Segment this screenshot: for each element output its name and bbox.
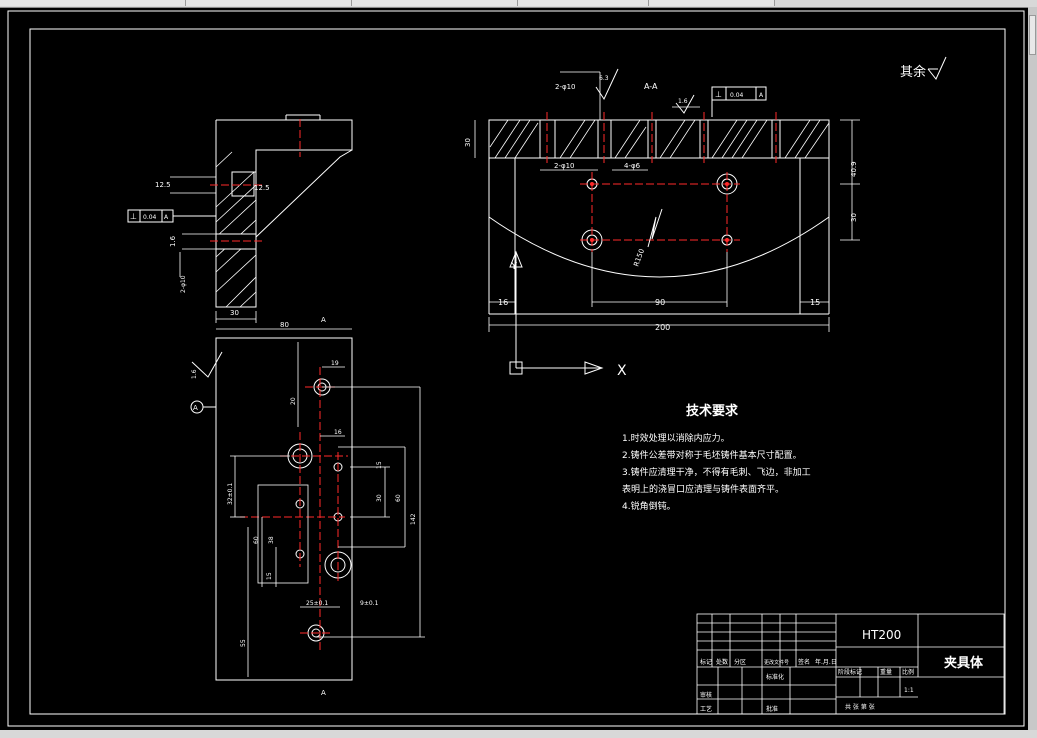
svg-text:A: A bbox=[321, 689, 326, 697]
svg-text:2-φ10: 2-φ10 bbox=[554, 162, 575, 170]
svg-text:⊥: ⊥ bbox=[715, 90, 722, 99]
svg-text:工艺: 工艺 bbox=[700, 705, 712, 713]
svg-text:6.3: 6.3 bbox=[599, 75, 609, 82]
outer-frame bbox=[7, 10, 1025, 727]
svg-text:19: 19 bbox=[331, 360, 339, 367]
svg-text:4-φ6: 4-φ6 bbox=[624, 162, 641, 170]
svg-text:142: 142 bbox=[410, 513, 417, 525]
svg-text:15: 15 bbox=[266, 572, 273, 580]
svg-text:年.月.日: 年.月.日 bbox=[815, 658, 837, 666]
svg-text:15: 15 bbox=[376, 461, 383, 469]
svg-text:38: 38 bbox=[268, 536, 275, 544]
svg-text:3.铸件应清理干净，不得有毛刺、飞边，非加工: 3.铸件应清理干净，不得有毛刺、飞边，非加工 bbox=[622, 466, 811, 478]
front-view: 80 bbox=[190, 316, 425, 697]
svg-text:60: 60 bbox=[253, 536, 260, 544]
svg-text:80: 80 bbox=[280, 321, 289, 329]
horizontal-scrollbar[interactable] bbox=[0, 730, 1037, 738]
svg-text:夹具体: 夹具体 bbox=[944, 655, 984, 671]
svg-text:1:1: 1:1 bbox=[904, 687, 914, 694]
svg-text:0.04: 0.04 bbox=[143, 214, 157, 221]
svg-text:25±0.1: 25±0.1 bbox=[306, 600, 328, 607]
scrollbar-thumb[interactable] bbox=[1029, 15, 1036, 55]
svg-text:4.锐角倒钝。: 4.锐角倒钝。 bbox=[622, 500, 676, 512]
svg-text:16: 16 bbox=[334, 429, 342, 436]
svg-text:标准化: 标准化 bbox=[766, 673, 784, 681]
svg-text:1.6: 1.6 bbox=[678, 98, 688, 105]
svg-text:R150: R150 bbox=[632, 248, 646, 268]
svg-text:⊥: ⊥ bbox=[130, 212, 137, 221]
side-view: 30 12.5 12.5 1.6 2-φ10 ⊥ 0.04 A bbox=[127, 114, 353, 323]
svg-text:批准: 批准 bbox=[766, 705, 778, 713]
svg-text:表明上的浇冒口应清理与铸件表面齐平。: 表明上的浇冒口应清理与铸件表面齐平。 bbox=[622, 483, 784, 495]
svg-text:12.5: 12.5 bbox=[254, 184, 270, 192]
svg-text:更改文件号: 更改文件号 bbox=[764, 659, 789, 666]
toolbar-segment[interactable] bbox=[352, 0, 518, 6]
svg-text:2-φ10: 2-φ10 bbox=[555, 83, 576, 91]
svg-text:审核: 审核 bbox=[700, 691, 712, 699]
svg-text:30: 30 bbox=[850, 213, 858, 222]
svg-text:技术要求: 技术要求 bbox=[686, 403, 739, 419]
svg-text:30: 30 bbox=[230, 309, 239, 317]
svg-text:200: 200 bbox=[655, 323, 670, 332]
title-block bbox=[696, 613, 1005, 715]
svg-text:A: A bbox=[321, 316, 326, 324]
svg-text:30: 30 bbox=[464, 138, 472, 147]
svg-text:A-A: A-A bbox=[644, 82, 658, 91]
svg-text:比例: 比例 bbox=[902, 668, 914, 676]
surface-finish-note: 其余 bbox=[900, 56, 947, 80]
svg-text:1.时效处理以消除内应力。: 1.时效处理以消除内应力。 bbox=[622, 432, 730, 444]
toolbar-segment[interactable] bbox=[518, 0, 649, 6]
svg-text:90: 90 bbox=[655, 298, 665, 307]
svg-text:16: 16 bbox=[498, 298, 508, 307]
svg-text:A: A bbox=[193, 404, 198, 412]
cad-drawing-canvas[interactable]: 其余 bbox=[0, 7, 1028, 730]
svg-text:0.04: 0.04 bbox=[730, 92, 744, 99]
section-view: 200 90 16 15 40.9 30 30 2-φ10 4-φ6 R150 … bbox=[464, 68, 860, 332]
inner-frame bbox=[29, 28, 1006, 715]
window-top-bar bbox=[0, 0, 1037, 8]
svg-text:其余: 其余 bbox=[900, 64, 926, 80]
svg-text:2.铸件公差带对称于毛坯铸件基本尺寸配置。: 2.铸件公差带对称于毛坯铸件基本尺寸配置。 bbox=[622, 449, 802, 461]
hatch-pattern bbox=[489, 119, 830, 159]
tech-requirements: 技术要求 1.时效处理以消除内应力。 2.铸件公差带对称于毛坯铸件基本尺寸配置。… bbox=[622, 403, 811, 512]
svg-text:标记: 标记 bbox=[700, 658, 712, 666]
title-block-text: HT200 夹具体 标记 处数 分区 更改文件号 签名 年.月.日 标准化 审核… bbox=[700, 628, 984, 713]
ucs-icon: X bbox=[509, 250, 627, 379]
svg-text:40.9: 40.9 bbox=[850, 161, 858, 177]
vertical-scrollbar[interactable] bbox=[1028, 7, 1037, 730]
svg-text:重量: 重量 bbox=[880, 668, 892, 676]
svg-text:A: A bbox=[164, 214, 169, 221]
svg-text:分区: 分区 bbox=[734, 658, 746, 666]
svg-text:12.5: 12.5 bbox=[155, 181, 171, 189]
svg-text:共 张 第 张: 共 张 第 张 bbox=[845, 703, 875, 711]
svg-text:15: 15 bbox=[810, 298, 820, 307]
svg-text:X: X bbox=[617, 363, 627, 379]
svg-text:阶段标记: 阶段标记 bbox=[838, 668, 862, 676]
svg-text:20: 20 bbox=[290, 397, 297, 405]
svg-text:9±0.1: 9±0.1 bbox=[360, 600, 379, 607]
svg-text:30: 30 bbox=[376, 494, 383, 502]
toolbar-segment[interactable] bbox=[0, 0, 186, 6]
svg-text:2-φ10: 2-φ10 bbox=[180, 275, 187, 293]
svg-text:1.6: 1.6 bbox=[169, 235, 177, 247]
svg-text:32±0.1: 32±0.1 bbox=[227, 483, 234, 505]
toolbar-segment[interactable] bbox=[186, 0, 352, 6]
toolbar-segment[interactable] bbox=[649, 0, 775, 6]
svg-text:签名: 签名 bbox=[798, 658, 810, 666]
svg-text:处数: 处数 bbox=[716, 658, 728, 666]
svg-text:HT200: HT200 bbox=[862, 628, 901, 642]
svg-text:1.6: 1.6 bbox=[191, 369, 198, 379]
svg-text:55: 55 bbox=[240, 639, 247, 647]
svg-text:60: 60 bbox=[395, 494, 402, 502]
svg-text:A: A bbox=[759, 92, 764, 99]
